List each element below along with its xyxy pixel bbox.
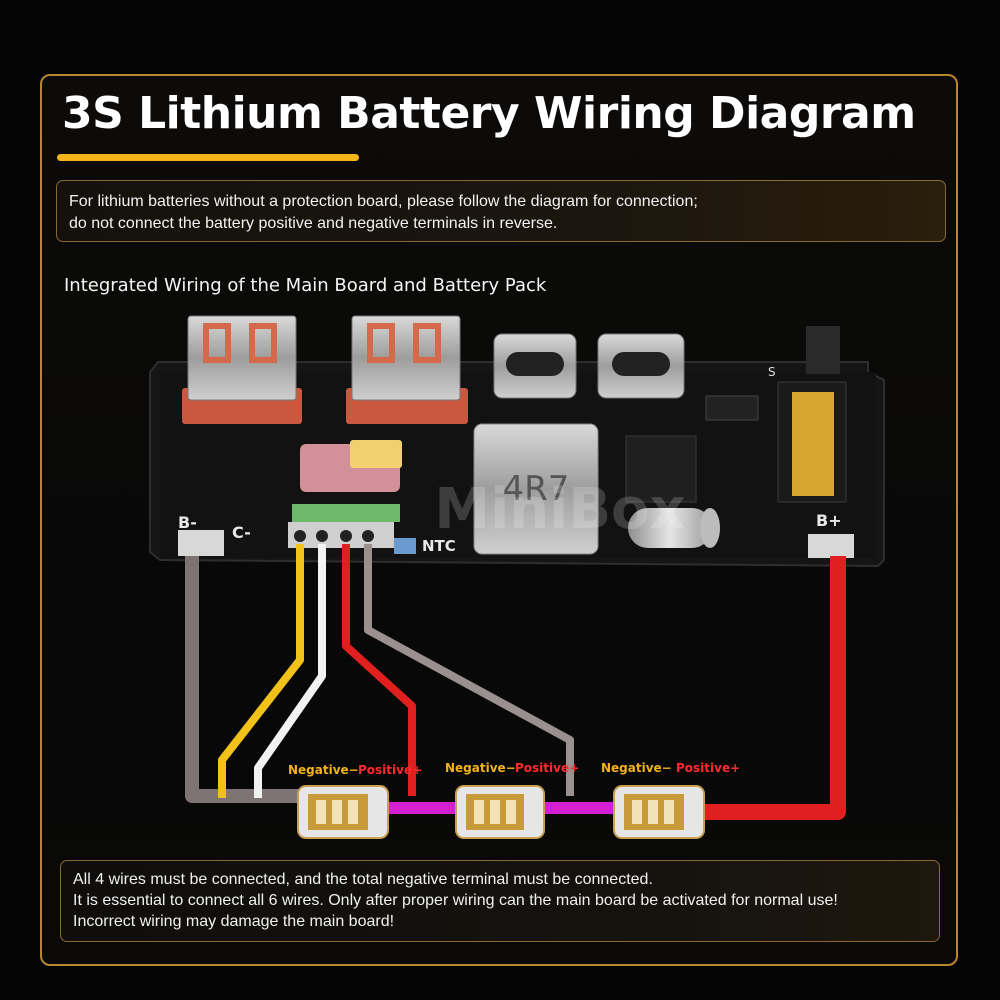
title-underline [57, 154, 359, 161]
section-title: Integrated Wiring of the Main Board and … [64, 275, 547, 296]
cell-1-positive-label: Positive+ [358, 763, 422, 777]
b-plus-label: B+ [816, 511, 842, 530]
b-plus-pad [808, 534, 854, 558]
dip-switch: S [768, 326, 847, 503]
inductor-label: 4R7 [503, 469, 570, 509]
wire-light-gray [364, 544, 574, 796]
usb-a-port-1 [182, 315, 302, 424]
notice-line-1: For lithium batteries without a protecti… [69, 193, 698, 210]
warning-line-3: Incorrect wiring may damage the main boa… [73, 913, 395, 930]
battery-cell-3 [613, 785, 705, 839]
battery-connector [288, 440, 402, 548]
switch-mark: S [768, 365, 776, 379]
pin-header [705, 395, 759, 421]
capacitor [628, 508, 720, 548]
cell-3-negative-label: Negative− [601, 761, 672, 775]
wire-red-main-positive [700, 556, 846, 820]
b-minus-label: B- [178, 513, 197, 532]
cell-3-positive-label: Positive+ [676, 761, 740, 775]
cell-2-positive-label: Positive+ [515, 761, 579, 775]
notice-line-2: do not connect the battery positive and … [69, 215, 558, 232]
b-minus-pad [178, 530, 224, 556]
ntc-label: NTC [422, 537, 456, 555]
controller-chip [625, 435, 697, 503]
c-minus-label: C- [232, 523, 251, 542]
wire-yellow [218, 544, 304, 798]
watermark-logo: MiniBox [434, 477, 685, 542]
battery-cell-1 [297, 785, 389, 839]
usb-a-port-2 [346, 315, 468, 424]
warning-box: All 4 wires must be connected, and the t… [60, 860, 940, 942]
inductor: 4R7 [473, 423, 599, 555]
usb-c-port-1 [493, 333, 577, 399]
page-title: 3S Lithium Battery Wiring Diagram [62, 88, 916, 139]
warning-line-2: It is essential to connect all 6 wires. … [73, 892, 838, 909]
wires [185, 544, 846, 820]
wire-red [342, 544, 416, 796]
warning-line-1: All 4 wires must be connected, and the t… [73, 871, 653, 888]
cell-1-negative-label: Negative− [288, 763, 359, 777]
notice-box: For lithium batteries without a protecti… [56, 180, 946, 242]
usb-c-port-2 [597, 333, 685, 399]
cell-2-negative-label: Negative− [445, 761, 516, 775]
wire-white [254, 544, 326, 798]
wire-gray-main-negative [185, 556, 330, 803]
ntc-pad [394, 538, 416, 554]
battery-cell-2 [455, 785, 545, 839]
